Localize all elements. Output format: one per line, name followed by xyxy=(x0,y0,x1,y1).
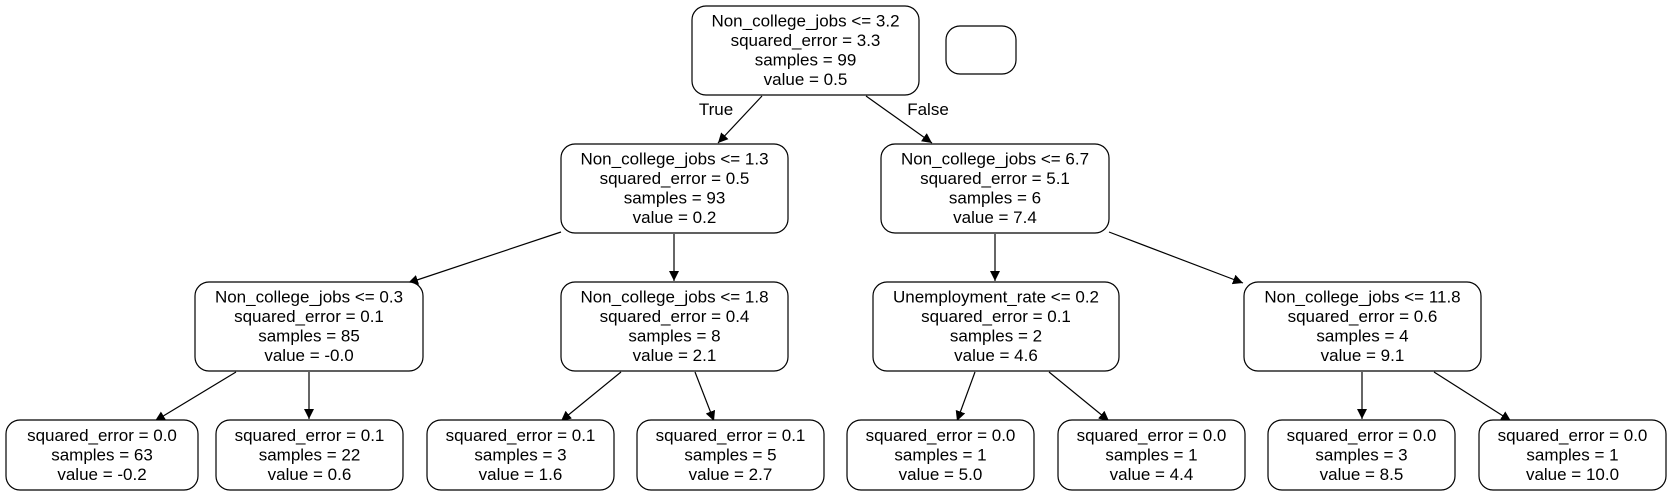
node-line: samples = 4 xyxy=(1316,327,1408,346)
node-box xyxy=(1267,419,1456,491)
empty-legend-box xyxy=(945,25,1017,75)
node-line: samples = 1 xyxy=(1105,445,1197,464)
node-line: samples = 1 xyxy=(1526,445,1618,464)
node-line: value = 2.1 xyxy=(633,346,717,365)
node-box xyxy=(1478,419,1667,491)
node-line: value = 4.4 xyxy=(1110,465,1194,484)
node-line: samples = 22 xyxy=(259,445,361,464)
node-box xyxy=(215,419,404,491)
edge-n5-to-n12 xyxy=(1048,371,1110,422)
node-line: samples = 99 xyxy=(755,51,857,70)
edge-n2-to-n6 xyxy=(1108,231,1244,285)
node-line: squared_error = 0.1 xyxy=(656,426,806,445)
edge-n3-to-n7 xyxy=(154,371,237,422)
node-line: value = 5.0 xyxy=(899,465,983,484)
node-line: squared_error = 0.1 xyxy=(446,426,596,445)
node-line: squared_error = 0.0 xyxy=(1287,426,1437,445)
node-box xyxy=(691,5,920,96)
node-line: Unemployment_rate <= 0.2 xyxy=(893,288,1099,307)
node-line: value = 8.5 xyxy=(1320,465,1404,484)
node-line: samples = 1 xyxy=(894,445,986,464)
node-box xyxy=(1057,419,1246,491)
node-line: value = 7.4 xyxy=(953,208,1037,227)
node-line: value = -0.0 xyxy=(264,346,353,365)
node-box xyxy=(872,281,1120,372)
node-line: value = 2.7 xyxy=(689,465,773,484)
node-line: samples = 5 xyxy=(684,445,776,464)
node-box xyxy=(194,281,424,372)
edge-n4-to-n10 xyxy=(694,371,716,422)
node-line: samples = 2 xyxy=(950,327,1042,346)
node-line: value = 1.6 xyxy=(479,465,563,484)
node-line: samples = 63 xyxy=(51,445,153,464)
node-line: Non_college_jobs <= 6.7 xyxy=(901,150,1089,169)
node-line: value = 9.1 xyxy=(1321,346,1405,365)
edge-n0-to-n1 xyxy=(717,95,763,144)
node-line: value = 0.2 xyxy=(633,208,717,227)
node-line: Non_college_jobs <= 1.3 xyxy=(580,150,768,169)
node-line: squared_error = 0.6 xyxy=(1288,307,1438,326)
node-line: squared_error = 5.1 xyxy=(920,169,1070,188)
node-box xyxy=(1243,281,1482,372)
node-line: squared_error = 0.1 xyxy=(235,426,385,445)
node-box xyxy=(880,143,1110,234)
edges-layer xyxy=(154,95,1512,422)
node-line: squared_error = 0.1 xyxy=(921,307,1071,326)
node-box xyxy=(560,281,789,372)
edge-n5-to-n11 xyxy=(955,371,976,422)
edge-n6-to-n14 xyxy=(1433,371,1512,422)
node-line: squared_error = 0.1 xyxy=(234,307,384,326)
node-line: samples = 3 xyxy=(1315,445,1407,464)
node-line: Non_college_jobs <= 11.8 xyxy=(1264,288,1460,307)
node-line: Non_college_jobs <= 1.8 xyxy=(580,288,768,307)
node-line: samples = 8 xyxy=(628,327,720,346)
node-line: squared_error = 0.0 xyxy=(1077,426,1227,445)
node-line: samples = 3 xyxy=(474,445,566,464)
node-line: Non_college_jobs <= 3.2 xyxy=(711,12,899,31)
edge-n1-to-n3 xyxy=(407,231,562,285)
node-line: samples = 6 xyxy=(949,189,1041,208)
node-line: value = 4.6 xyxy=(954,346,1038,365)
node-line: samples = 85 xyxy=(258,327,360,346)
node-box xyxy=(560,143,789,234)
node-box xyxy=(846,419,1035,491)
node-line: squared_error = 0.0 xyxy=(27,426,177,445)
node-box xyxy=(5,419,199,491)
node-line: value = 0.5 xyxy=(764,70,848,89)
node-line: Non_college_jobs <= 0.3 xyxy=(215,288,403,307)
node-line: squared_error = 0.0 xyxy=(866,426,1016,445)
edge-n0-to-n2 xyxy=(865,95,933,144)
edge-label-false: False xyxy=(907,100,949,119)
edge-labels-layer: True False xyxy=(699,100,949,119)
node-box xyxy=(426,419,615,491)
node-box xyxy=(636,419,825,491)
node-line: value = 0.6 xyxy=(268,465,352,484)
node-line: squared_error = 0.5 xyxy=(600,169,750,188)
node-line: samples = 93 xyxy=(624,189,726,208)
edge-n4-to-n9 xyxy=(560,371,622,422)
node-line: squared_error = 0.4 xyxy=(600,307,750,326)
node-line: value = -0.2 xyxy=(57,465,146,484)
node-line: squared_error = 0.0 xyxy=(1498,426,1648,445)
node-line: squared_error = 3.3 xyxy=(731,31,881,50)
node-line: value = 10.0 xyxy=(1526,465,1619,484)
edge-label-true: True xyxy=(699,100,733,119)
